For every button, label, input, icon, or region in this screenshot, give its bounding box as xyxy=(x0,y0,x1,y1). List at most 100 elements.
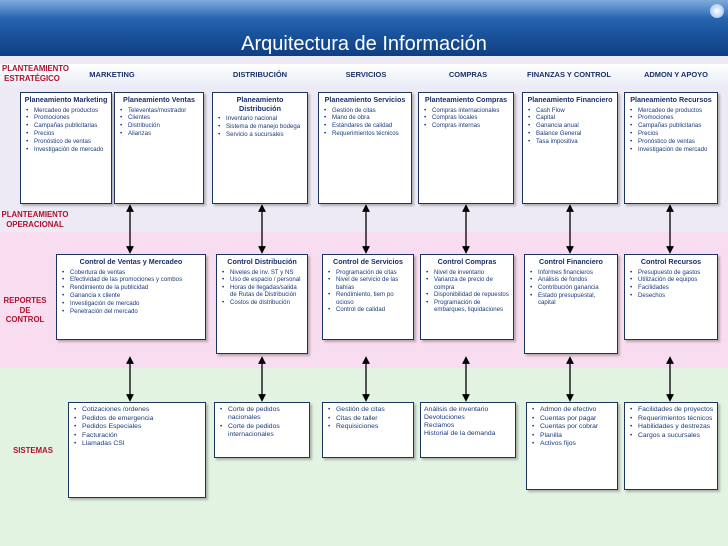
control-box-compras: Control Compras Nivel de inventario Vari… xyxy=(420,254,514,340)
corner-logo-icon xyxy=(710,4,724,18)
list-item: Pronóstico de ventas xyxy=(24,138,108,145)
box-title: Control Recursos xyxy=(640,257,702,266)
list-item: Investigación de mercado xyxy=(628,146,714,153)
planning-box-servicios: Planeamiento Servicios Gestión de citas … xyxy=(318,92,412,204)
planning-box-compras: Planteamiento Compras Compras internacio… xyxy=(418,92,514,204)
system-box-distribucion: Corte de pedidos nacionales Corte de ped… xyxy=(214,402,310,458)
box-items: Gestión de citas Mano de obra Estándares… xyxy=(322,107,408,138)
list-item: Requisiciones xyxy=(326,423,410,431)
list-item: Clientes xyxy=(118,114,200,121)
control-box-financiero: Control Financiero Informes financieros … xyxy=(524,254,618,354)
box-items: Cash Flow Capital Ganancia anual Balance… xyxy=(526,107,614,146)
area-header-marketing: MARKETING xyxy=(89,70,135,79)
list-item: Precios xyxy=(24,130,108,137)
list-item: Facturación xyxy=(72,432,202,440)
list-item: Rendimiento de la publicidad xyxy=(60,284,202,291)
title-bar xyxy=(0,0,728,56)
area-header-admon: ADMON Y APOYO xyxy=(643,70,709,79)
list-item: Costos de distribución xyxy=(220,299,304,306)
row-label-reports-line: REPORTES xyxy=(3,296,47,305)
system-box-recursos: Facilidades de proyectos Requerimientos … xyxy=(624,402,718,490)
box-items: Cotizaciones /ordenes Pedidos de emergen… xyxy=(72,406,202,448)
box-items: Gestión de citas Citas de taller Requisi… xyxy=(326,406,410,431)
box-title: Planteamiento Compras xyxy=(424,95,508,104)
box-items: Programación de citas Nivel de servicio … xyxy=(326,269,410,314)
box-title: Control Compras xyxy=(437,257,497,266)
list-item: Pedidos Especiales xyxy=(72,423,202,431)
list-item: Niveles de inv. ST y NS xyxy=(220,269,304,276)
system-box-compras: Análisis de inventario Devoluciones Recl… xyxy=(420,402,516,458)
list-item: Contribución ganancia xyxy=(528,284,614,291)
list-item: Devoluciones xyxy=(424,414,465,421)
list-item: Disponibilidad de repuestos xyxy=(424,291,510,298)
list-item: Gestión de citas xyxy=(326,406,410,414)
list-item: Cuentas por pagar xyxy=(530,415,614,423)
box-title: Planeamiento Ventas xyxy=(123,95,195,104)
list-item: Rendimiento, tiem po ocioso xyxy=(326,291,410,305)
list-item: Desechos xyxy=(628,292,714,299)
area-header-finanzas: FINANZAS Y CONTROL xyxy=(527,70,611,79)
list-item: Penetración del mercado xyxy=(60,308,202,315)
control-box-distribucion: Control Distribución Niveles de inv. ST … xyxy=(216,254,308,354)
list-item: Requerimientos técnicos xyxy=(628,415,714,423)
list-item: Nivel de servicio de las bahías xyxy=(326,276,410,290)
box-title: Control de Ventas y Mercadeo xyxy=(79,257,183,266)
list-item: Cobertura de ventas xyxy=(60,269,202,276)
planning-box-financiero: Planeamiento Financiero Cash Flow Capita… xyxy=(522,92,618,204)
list-item: Pronóstico de ventas xyxy=(628,138,714,145)
list-item: Llamadas CSI xyxy=(72,440,202,448)
box-title: Control Distribución xyxy=(227,257,297,266)
list-item: Compras internacionales xyxy=(422,107,510,114)
row-label-reports-line: CONTROL xyxy=(5,315,45,324)
planning-box-distribucion: Planeamiento Distribución Inventario nac… xyxy=(212,92,308,204)
box-title: Planeamiento Servicios xyxy=(324,95,406,104)
list-item: Control de calidad xyxy=(326,306,410,313)
list-item: Corte de pedidos internacionales xyxy=(218,423,306,439)
page-title: Arquitectura de Información xyxy=(241,33,487,55)
box-title: Planeamiento Distribución xyxy=(236,95,284,113)
row-label-reports-line: DE xyxy=(19,305,31,315)
list-item: Horas de llegadas/salida de Rutas de Dis… xyxy=(220,284,304,298)
list-item: Compras locales xyxy=(422,114,510,121)
list-item: Programación de citas xyxy=(326,269,410,276)
list-item: Televentas/mostrador xyxy=(118,107,200,114)
title-bar-shine xyxy=(0,0,728,18)
list-item: Cuentas por cobrar xyxy=(530,423,614,431)
box-items: Informes financieros Análisis de fondos … xyxy=(528,269,614,307)
list-item: Varianza de precio de compra xyxy=(424,276,510,290)
list-item: Compras internas xyxy=(422,122,510,129)
list-item: Historial de la demanda xyxy=(424,430,496,437)
list-item: Capital xyxy=(526,114,614,121)
list-item: Campañas publicitarias xyxy=(24,122,108,129)
list-item: Planilla xyxy=(530,432,614,440)
list-item: Cargos a sucursales xyxy=(628,432,714,440)
box-items: Presupuesto de gastos Utilización de equ… xyxy=(628,269,714,300)
list-item: Programación de embarques, liquidaciones xyxy=(424,299,510,313)
list-item: Campañas publicitarias xyxy=(628,122,714,129)
list-item: Promociones xyxy=(628,114,714,121)
row-label-strategic-line: ESTRATÉGICO xyxy=(4,73,60,83)
list-item: Balance General xyxy=(526,130,614,137)
list-item: Citas de taller xyxy=(326,415,410,423)
list-item: Precios xyxy=(628,130,714,137)
box-title: Planeamiento Marketing xyxy=(24,95,108,104)
area-header-servicios: SERVICIOS xyxy=(345,70,387,79)
list-item: Servicio a sucursales xyxy=(216,131,304,138)
list-item: Mano de obra xyxy=(322,114,408,121)
list-item: Habilidades y destrezas xyxy=(628,423,714,431)
box-items: Mercadeo de productos Promociones Campañ… xyxy=(24,107,108,153)
list-item: Utilización de equipos xyxy=(628,276,714,283)
list-item: Pedidos de emergencia xyxy=(72,415,202,423)
area-header-distribucion: DISTRIBUCIÓN xyxy=(232,70,288,79)
list-item: Promociones xyxy=(24,114,108,121)
list-item: Reclamos xyxy=(424,422,455,429)
list-item: Análisis de fondos xyxy=(528,276,614,283)
control-box-ventas-mercadeo: Control de Ventas y Mercadeo Cobertura d… xyxy=(56,254,206,340)
area-header-strip xyxy=(0,64,728,86)
box-items: Corte de pedidos nacionales Corte de ped… xyxy=(218,406,306,439)
planning-box-ventas: Planeamiento Ventas Televentas/mostrador… xyxy=(114,92,204,204)
row-label-strategic-line: PLANTEAMIENTO xyxy=(2,64,69,73)
list-item: Gestión de citas xyxy=(322,107,408,114)
system-box-ventas: Cotizaciones /ordenes Pedidos de emergen… xyxy=(68,402,206,498)
